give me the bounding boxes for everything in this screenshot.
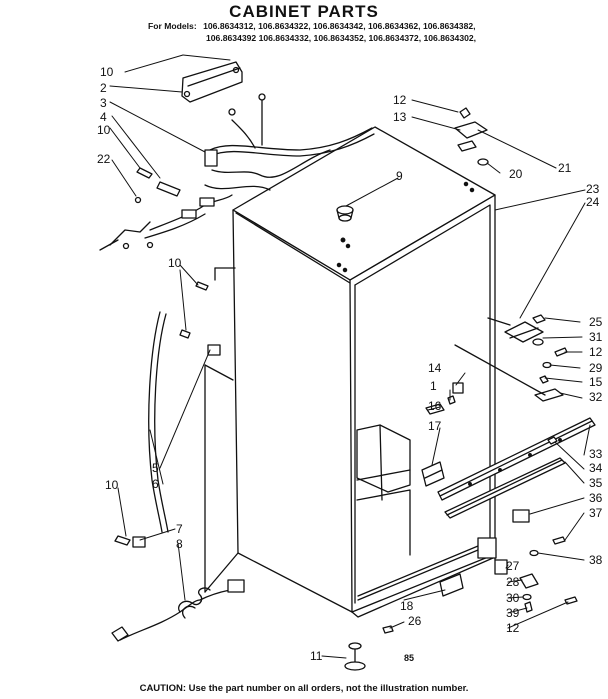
- model-row-2: 106.8634392 106.8634332, 106.8634352, 10…: [148, 32, 476, 44]
- model-number: 106.8634302,: [423, 33, 477, 43]
- callout-7: 7: [176, 522, 183, 536]
- callout-31: 31: [589, 330, 603, 344]
- callout-2: 2: [100, 81, 107, 95]
- callout-26: 26: [408, 614, 422, 628]
- callout-labels: 10 2 3 4 10 22 12 13 9 21 20 23 24 10 25…: [97, 65, 603, 663]
- diagram-title: CABINET PARTS: [229, 2, 379, 21]
- callout-1: 1: [430, 379, 437, 393]
- model-number: 106.8634392: [206, 33, 257, 43]
- callout-22: 22: [97, 152, 111, 166]
- callout-38: 38: [589, 553, 603, 567]
- model-number: 106.8634312,: [203, 21, 256, 31]
- callout-24: 24: [586, 195, 600, 209]
- top-right-hinge: [454, 107, 489, 166]
- model-number: 106.8634352,: [313, 33, 367, 43]
- callout-33: 33: [589, 447, 603, 461]
- callout-27: 27: [506, 559, 520, 573]
- callout-5: 5: [152, 461, 159, 475]
- callout-10: 10: [168, 256, 182, 270]
- model-number: 106.8634362,: [368, 21, 421, 31]
- callout-25: 25: [589, 315, 603, 329]
- model-number: 106.8634342,: [313, 21, 366, 31]
- bottom-right-parts: [477, 509, 578, 613]
- callout-23: 23: [586, 182, 600, 196]
- left-screws: [136, 167, 221, 356]
- callout-6: 6: [152, 477, 159, 491]
- diagram-code: 85: [404, 653, 415, 663]
- callout-10: 10: [100, 65, 114, 79]
- callout-9: 9: [396, 169, 403, 183]
- callout-10: 10: [97, 123, 111, 137]
- callout-30: 30: [506, 591, 520, 605]
- model-number: 106.8634322,: [258, 21, 311, 31]
- models-lead: For Models:: [148, 21, 197, 31]
- power-cord: [111, 579, 245, 642]
- rail-assembly: [437, 417, 596, 519]
- model-list: For Models: 106.8634312, 106.8634322, 10…: [148, 20, 476, 44]
- callout-14: 14: [428, 361, 442, 375]
- callout-10: 10: [105, 478, 119, 492]
- drain-tube: [114, 311, 169, 548]
- callout-4: 4: [100, 110, 107, 124]
- callout-20: 20: [509, 167, 523, 181]
- callout-15: 15: [589, 375, 603, 389]
- callout-13: 13: [393, 110, 407, 124]
- callout-11: 11: [310, 649, 323, 663]
- callout-29: 29: [589, 361, 603, 375]
- callout-12: 12: [393, 93, 407, 107]
- callout-12: 12: [506, 621, 520, 635]
- inner-parts: [421, 382, 464, 487]
- callout-17: 17: [428, 419, 442, 433]
- callout-36: 36: [589, 491, 603, 505]
- callout-12: 12: [589, 345, 603, 359]
- callout-39: 39: [506, 606, 520, 620]
- callout-8: 8: [176, 537, 183, 551]
- callout-16: 16: [428, 399, 442, 413]
- callout-28: 28: [506, 575, 520, 589]
- center-hinge: [454, 314, 568, 402]
- model-number: 106.8634372,: [368, 33, 422, 43]
- leader-lines: [109, 54, 591, 659]
- callout-32: 32: [589, 390, 603, 404]
- callout-37: 37: [589, 506, 603, 520]
- callout-35: 35: [589, 476, 603, 490]
- callout-18: 18: [400, 599, 414, 613]
- model-number: 106.8634332,: [258, 33, 312, 43]
- callout-34: 34: [589, 461, 603, 475]
- model-number: 106.8634382,: [422, 21, 476, 31]
- top-hinge-cover: [181, 61, 243, 103]
- callout-3: 3: [100, 96, 107, 110]
- callout-21: 21: [558, 161, 572, 175]
- caution-note: CAUTION: Use the part number on all orde…: [139, 683, 469, 694]
- cabinet-plug: [336, 205, 354, 222]
- cabinet-body: [204, 126, 496, 618]
- wiring-harness: [99, 93, 375, 251]
